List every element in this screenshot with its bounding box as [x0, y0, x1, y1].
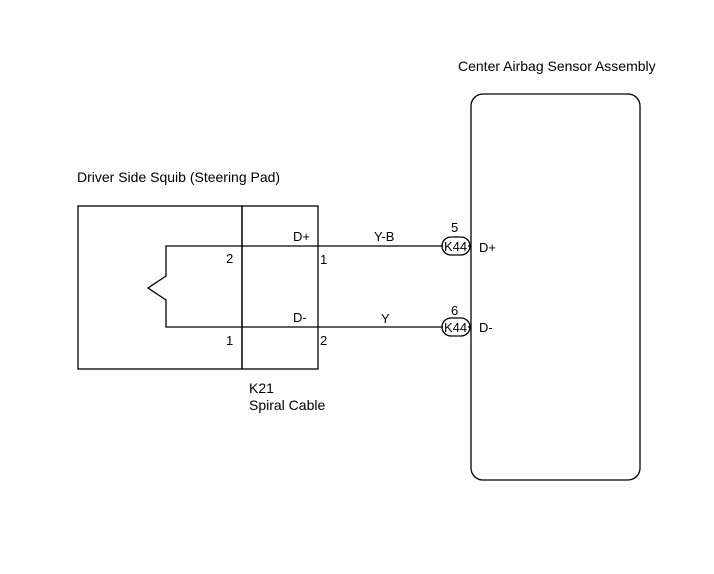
spiral-cable-body	[241, 205, 319, 370]
spiral-label-plus: D+	[293, 229, 310, 244]
squib-igniter	[146, 245, 242, 328]
connector-code-plus: K44	[444, 239, 467, 254]
spiral-label-minus: D-	[293, 310, 307, 325]
spiral-pin-plus: 1	[320, 252, 327, 267]
connector-pin-plus: 5	[451, 220, 458, 235]
connector-code-minus: K44	[444, 320, 467, 335]
squib-body	[77, 205, 243, 370]
squib-title: Driver Side Squib (Steering Pad)	[77, 169, 280, 185]
wire-plus-color: Y-B	[374, 229, 394, 244]
connector-minus-oval	[441, 317, 471, 337]
squib-pin-plus: 2	[226, 251, 233, 266]
sensor-body	[470, 93, 641, 481]
connector-pin-minus: 6	[451, 303, 458, 318]
spiral-pin-minus: 2	[320, 333, 327, 348]
sensor-terminal-plus: D+	[479, 240, 496, 255]
sensor-terminal-minus: D-	[479, 320, 493, 335]
connector-plus-oval	[441, 236, 471, 256]
wire-minus-color: Y	[381, 311, 390, 326]
spiral-cable-code: K21	[249, 380, 274, 396]
squib-pin-minus: 1	[226, 333, 233, 348]
spiral-cable-name: Spiral Cable	[249, 397, 325, 413]
sensor-title: Center Airbag Sensor Assembly	[458, 58, 656, 74]
